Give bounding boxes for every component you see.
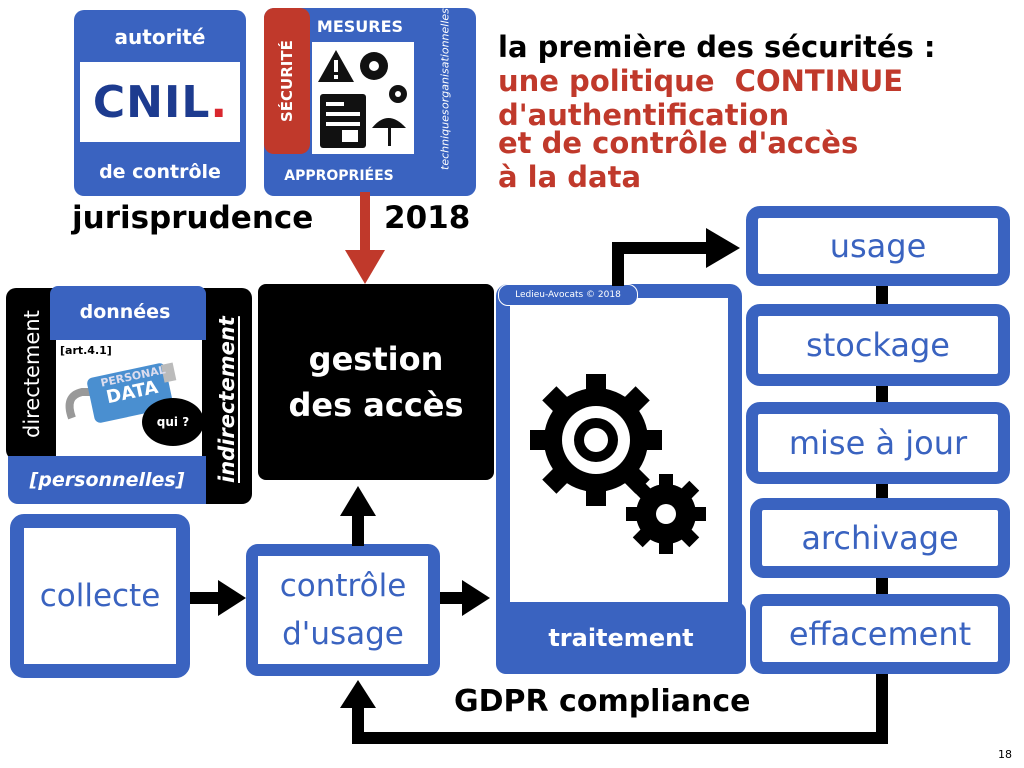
mesures-bottom-label: APPROPRIÉES bbox=[284, 168, 394, 184]
arrow-traitement-to-usage bbox=[612, 228, 740, 286]
traitement-label: traitement bbox=[496, 602, 746, 674]
gestion-line-2: des accès bbox=[288, 386, 464, 424]
donnees-right-black bbox=[202, 288, 252, 504]
headline-line-2: une politique CONTINUE bbox=[498, 64, 904, 98]
donnees-bottom-bar bbox=[8, 456, 206, 504]
arrow-feedback-loop bbox=[340, 680, 888, 744]
lifecycle-usage: usage bbox=[746, 206, 1010, 286]
collecte-box: collecte bbox=[10, 514, 190, 678]
mesures-icon-panel bbox=[312, 42, 414, 154]
donnees-box bbox=[50, 286, 206, 340]
lifecycle-mise-a-jour: mise à jour bbox=[746, 402, 1010, 484]
gestion-line-1: gestion bbox=[308, 340, 444, 378]
controle-line-1: contrôle bbox=[279, 568, 407, 604]
gestion-box: gestion des accès bbox=[258, 284, 494, 480]
donnees-bottom-label: [personnelles] bbox=[29, 469, 185, 491]
headline-line-4: et de contrôle d'accès bbox=[498, 126, 859, 160]
jurisprudence-year: 2018 bbox=[384, 200, 471, 236]
headline-line-1: la première des sécurités : bbox=[498, 30, 936, 64]
cnil-logo-panel: CNIL. bbox=[80, 62, 240, 142]
mesures-red-tab bbox=[264, 8, 310, 154]
lifecycle-archivage: archivage bbox=[750, 498, 1010, 578]
gears-icon bbox=[528, 370, 714, 560]
headline-line-3: d'authentification bbox=[498, 98, 790, 132]
cnil-logo-dot: . bbox=[210, 76, 228, 128]
donnees-article: [art.4.1] bbox=[60, 344, 112, 357]
controle-line-2: d'usage bbox=[282, 616, 404, 652]
donnees-top-label: données bbox=[79, 301, 171, 323]
headline-line-5: à la data bbox=[498, 160, 642, 194]
qui-bubble: qui ? bbox=[142, 398, 204, 446]
jurisprudence-label: jurisprudence bbox=[72, 200, 314, 236]
cnil-logo: CNIL bbox=[92, 76, 211, 128]
controle-usage-box: contrôle d'usage bbox=[246, 544, 440, 676]
red-arrow-down bbox=[345, 192, 385, 284]
lifecycle-effacement: effacement bbox=[750, 594, 1010, 674]
lifecycle-stockage: stockage bbox=[746, 304, 1010, 386]
gdpr-label: GDPR compliance bbox=[454, 684, 751, 719]
arrow-controle-to-traitement bbox=[440, 580, 490, 616]
cnil-bottom-label: de contrôle bbox=[99, 161, 221, 183]
security-icons-icon bbox=[318, 50, 407, 148]
page-number: 18 bbox=[998, 748, 1012, 761]
cnil-top-label: autorité bbox=[114, 25, 206, 49]
arrow-controle-to-gestion bbox=[340, 486, 376, 546]
donnees-left-black bbox=[6, 288, 58, 460]
mesures-top-label: MESURES bbox=[316, 16, 404, 36]
traitement-copyright: Ledieu-Avocats © 2018 bbox=[498, 284, 638, 306]
headline: la première des sécurités : une politiqu… bbox=[498, 30, 1018, 194]
arrow-collecte-to-controle bbox=[190, 580, 246, 616]
